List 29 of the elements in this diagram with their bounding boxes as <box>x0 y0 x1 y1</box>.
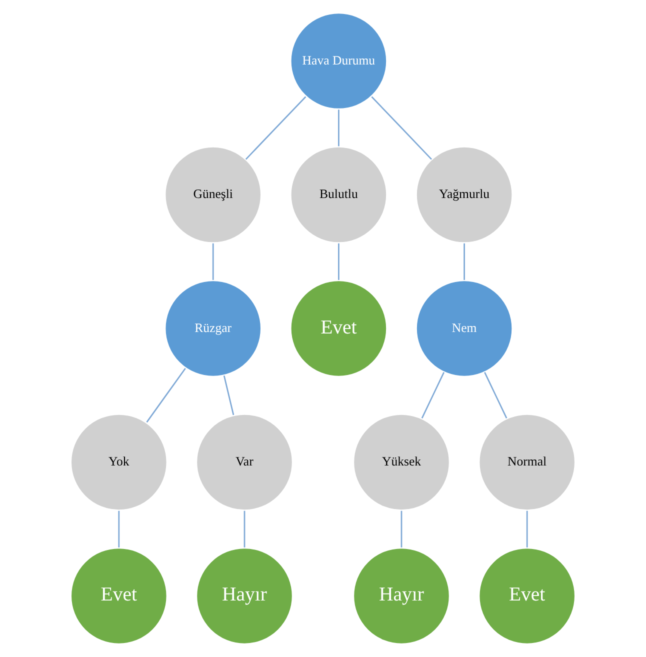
connector <box>400 510 402 548</box>
connector <box>223 375 234 416</box>
connector <box>526 510 528 548</box>
node-circle: Bulutlu <box>290 146 388 244</box>
connector <box>146 368 186 423</box>
connector <box>371 96 432 160</box>
connector <box>212 243 214 280</box>
node-circle: Güneşli <box>164 146 262 244</box>
connector <box>484 372 508 418</box>
node-circle: Var <box>195 413 294 512</box>
node-circle: Evet <box>478 546 576 646</box>
node-circle: Hayır <box>352 546 451 646</box>
connector <box>464 243 465 280</box>
node-circle: Yağmurlu <box>415 146 514 244</box>
node-circle: Normal <box>478 413 576 512</box>
connector <box>338 110 340 146</box>
node-circle: Evet <box>290 279 388 378</box>
node-circle: Evet <box>70 546 168 646</box>
node-circle: Yok <box>70 413 168 512</box>
node-circle: Nem <box>415 279 514 378</box>
connector <box>244 510 246 548</box>
connector <box>118 510 120 548</box>
node-circle: Hava Durumu <box>290 12 388 110</box>
node-circle: Rüzgar <box>164 279 262 378</box>
node-circle: Yüksek <box>352 413 451 512</box>
connector <box>245 96 306 160</box>
connector <box>338 243 340 280</box>
connector <box>421 372 445 418</box>
node-circle: Hayır <box>195 546 294 646</box>
